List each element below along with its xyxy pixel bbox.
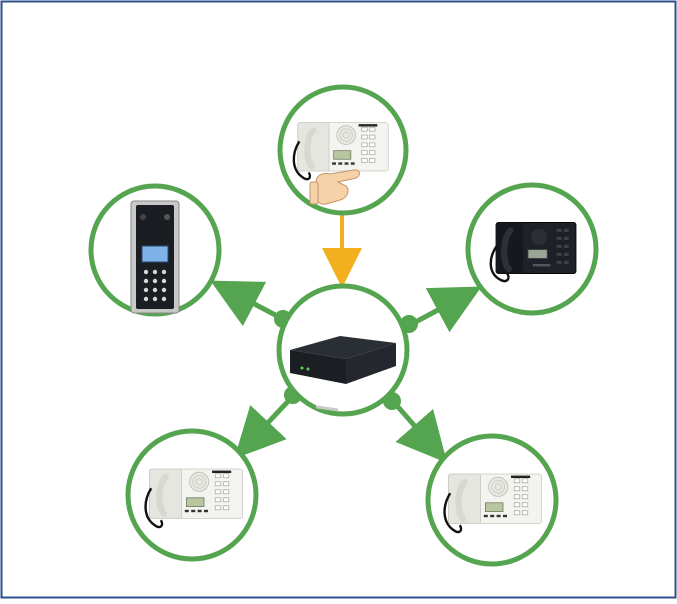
link-hub-to-bottom-right-arrow [390, 398, 448, 464]
hub-node [276, 283, 410, 417]
node-bottom-right [425, 433, 559, 567]
desk-intercom-white-icon [146, 469, 243, 527]
node-bottom-left [125, 428, 259, 562]
node-right [465, 182, 599, 316]
pressing-hand-icon [309, 169, 361, 205]
node-top [277, 84, 409, 216]
door-entry-panel-icon [130, 200, 180, 314]
link-hub-to-right-arrow [408, 286, 482, 333]
exchange-box-icon [290, 336, 396, 412]
desk-intercom-white-icon [445, 474, 542, 532]
desk-intercom-black-icon [491, 222, 576, 281]
node-left [88, 183, 222, 317]
link-hub-to-left-arrow [210, 280, 283, 327]
links [210, 210, 482, 464]
desk-intercom-white-icon [294, 123, 388, 180]
link-hub-to-bottom-left-arrow [234, 394, 295, 459]
